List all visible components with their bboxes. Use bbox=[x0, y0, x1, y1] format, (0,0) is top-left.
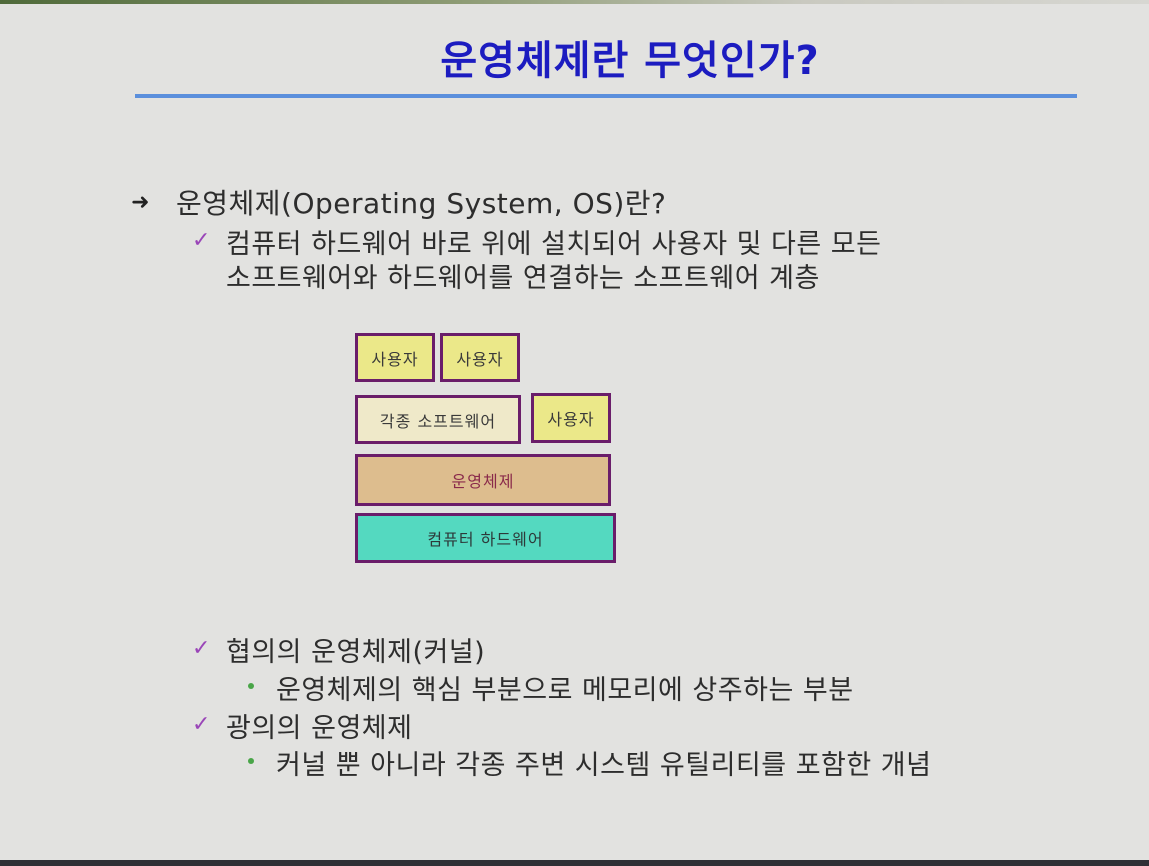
narrow-os-detail: 운영체제의 핵심 부분으로 메모리에 상주하는 부분 bbox=[276, 675, 854, 706]
broad-os-detail: 커널 뿐 아니라 각종 주변 시스템 유틸리티를 포함한 개념 bbox=[276, 750, 932, 781]
user-box-3: 사용자 bbox=[531, 393, 611, 443]
hardware-box: 컴퓨터 하드웨어 bbox=[355, 513, 616, 563]
checkmark-icon: ✓ bbox=[192, 228, 211, 253]
dot-icon bbox=[248, 683, 254, 689]
definition-desc-line1: 컴퓨터 하드웨어 바로 위에 설치되어 사용자 및 다른 모든 bbox=[226, 229, 882, 260]
definition-desc-line2: 소프트웨어와 하드웨어를 연결하는 소프트웨어 계층 bbox=[226, 263, 820, 294]
checkmark-icon: ✓ bbox=[192, 712, 211, 737]
bottom-bar bbox=[0, 860, 1149, 866]
broad-os-heading: 광의의 운영체제 bbox=[226, 713, 413, 744]
dot-icon bbox=[248, 758, 254, 764]
narrow-os-heading: 협의의 운영체제(커널) bbox=[226, 637, 486, 668]
checkmark-icon: ✓ bbox=[192, 636, 211, 661]
top-strip bbox=[0, 0, 1149, 4]
arrow-bullet-icon: ➜ bbox=[131, 190, 150, 215]
definition-heading: 운영체제(Operating System, OS)란? bbox=[176, 187, 667, 220]
title-divider bbox=[135, 94, 1077, 98]
os-box: 운영체제 bbox=[355, 454, 611, 506]
software-box: 각종 소프트웨어 bbox=[355, 395, 521, 444]
user-box-2: 사용자 bbox=[440, 333, 520, 382]
user-box-1: 사용자 bbox=[355, 333, 435, 382]
slide-title: 운영체제란 무엇인가? bbox=[440, 38, 820, 84]
